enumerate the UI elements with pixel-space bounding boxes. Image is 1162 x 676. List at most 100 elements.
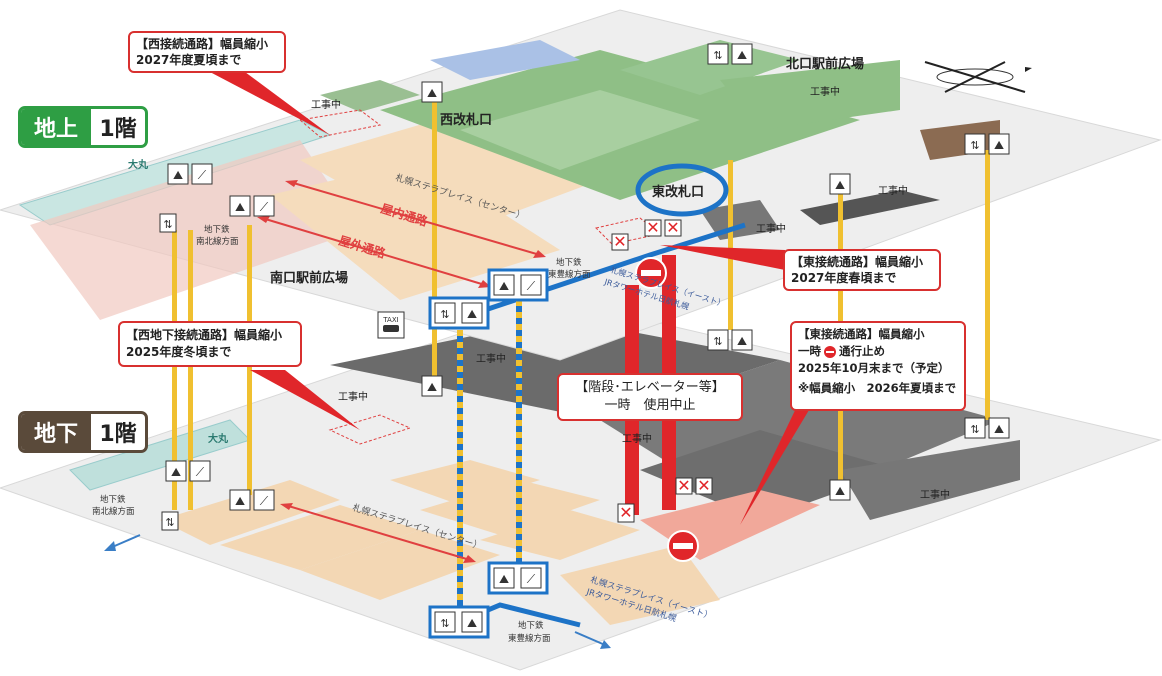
svg-text:⟋: ⟋ <box>260 200 269 214</box>
svg-text:⇅: ⇅ <box>713 335 722 348</box>
svg-text:⛰: ⛰ <box>173 168 183 182</box>
label-subway-nanboku-g1: 地下鉄 <box>204 224 230 235</box>
svg-text:✕: ✕ <box>666 218 679 237</box>
label-construction: 工事中 <box>878 184 908 197</box>
label-construction: 工事中 <box>622 432 652 445</box>
label-daimaru-ground: 大丸 <box>128 158 149 171</box>
label-construction: 工事中 <box>756 222 786 235</box>
svg-text:✕: ✕ <box>697 476 710 495</box>
svg-text:⇅: ⇅ <box>970 139 979 152</box>
callout-line: 【西接続通路】幅員縮小 <box>136 37 269 51</box>
label-subway-toho-g1: 地下鉄 <box>556 257 582 268</box>
icon-elev-ne: ⇅ ⛰ <box>964 133 1010 155</box>
svg-text:⇅: ⇅ <box>440 308 449 321</box>
svg-text:⛰: ⛰ <box>835 178 845 192</box>
svg-text:⛰: ⛰ <box>835 484 845 498</box>
basement-floor-number: 1階 <box>99 422 137 447</box>
compass-icon <box>924 61 1032 93</box>
svg-text:⛰: ⛰ <box>467 307 477 321</box>
icon-stairs-1: ⛰ <box>167 163 189 185</box>
label-subway-toho-b1: 地下鉄 <box>518 620 544 631</box>
icon-elevator-dm: ⇅ <box>159 213 177 233</box>
label-daimaru-basement: 大丸 <box>208 432 229 445</box>
label-subway-toho-g2: 東豊線方面 <box>548 269 591 280</box>
svg-text:⛰: ⛰ <box>737 334 747 348</box>
svg-text:⛰: ⛰ <box>994 138 1004 152</box>
svg-text:⟋: ⟋ <box>527 279 536 293</box>
svg-text:⇅: ⇅ <box>713 49 722 62</box>
svg-text:⛰: ⛰ <box>171 465 181 479</box>
ground-floor-plate <box>0 9 1162 361</box>
label-construction: 工事中 <box>810 85 840 98</box>
taxi-icon: TAXI <box>377 311 405 339</box>
callout-line: ※幅員縮小 2026年夏頃まで <box>798 381 957 395</box>
svg-text:⛰: ⛰ <box>994 422 1004 436</box>
callout-line: 【階段･エレベーター等】 <box>575 380 725 395</box>
callout-east-connection: 【東接続通路】幅員縮小 2027年度春頃まで <box>783 249 941 291</box>
label-south-plaza: 南口駅前広場 <box>270 270 348 286</box>
label-construction: 工事中 <box>476 352 506 365</box>
label-east-gate: 東改札口 <box>652 184 704 200</box>
svg-text:⛰: ⛰ <box>427 380 437 394</box>
svg-text:⛰: ⛰ <box>235 200 245 214</box>
basement-floor-word: 地下 <box>21 414 91 450</box>
label-subway-nanboku-b1: 地下鉄 <box>100 494 126 505</box>
svg-text:⇅: ⇅ <box>163 218 172 231</box>
callout-line: 2025年10月末まで（予定） <box>798 361 950 375</box>
callout-word: 通行止め <box>839 344 885 358</box>
label-north-plaza: 北口駅前広場 <box>786 56 864 72</box>
callout-line: 一時 通行止め <box>798 343 958 360</box>
svg-text:⟋: ⟋ <box>196 465 205 479</box>
svg-text:✕: ✕ <box>613 232 626 251</box>
svg-text:✕: ✕ <box>646 218 659 237</box>
svg-text:⇅: ⇅ <box>440 617 449 630</box>
label-subway-toho-b2: 東豊線方面 <box>508 633 551 644</box>
ground-floor-badge: 地上 1階 <box>18 106 148 148</box>
svg-text:⟋: ⟋ <box>260 494 269 508</box>
svg-text:⇅: ⇅ <box>970 423 979 436</box>
svg-text:⟋: ⟋ <box>527 572 536 586</box>
subway-arrows <box>104 534 611 649</box>
icon-closed-group-basement: ✕ ✕ ✕ <box>617 476 713 523</box>
svg-text:⟋: ⟋ <box>198 168 207 182</box>
callout-pointers <box>210 72 815 525</box>
label-subway-nanboku-g2: 南北線方面 <box>196 236 239 247</box>
icon-stairs-wg: ⛰ <box>421 81 443 103</box>
icon-elev-north: ⇅ ⛰ <box>707 43 753 65</box>
no-entry-icon <box>824 345 836 358</box>
callout-line: 一時 使用中止 <box>604 398 696 413</box>
svg-text:⛰: ⛰ <box>467 616 477 630</box>
ground-floor-number: 1階 <box>99 117 137 142</box>
svg-text:⛰: ⛰ <box>235 494 245 508</box>
ground-floor-word: 地上 <box>21 109 91 145</box>
callout-stairs-elevator: 【階段･エレベーター等】 一時 使用中止 <box>557 373 743 421</box>
svg-text:✕: ✕ <box>677 476 690 495</box>
icon-stairs-2: ⛰ <box>229 195 251 217</box>
callout-line: 【西地下接続通路】幅員縮小 <box>126 328 283 342</box>
svg-text:⛰: ⛰ <box>427 86 437 100</box>
icon-elev-stairs-blue-b: ⛰ ⟋ <box>487 561 549 595</box>
icon-escalator-1: ⟋ <box>191 163 213 185</box>
svg-text:⛰: ⛰ <box>737 48 747 62</box>
icon-elev-stairs-blue-g: ⛰ ⟋ <box>487 268 549 302</box>
callout-word: 一時 <box>798 344 821 358</box>
icon-elev-stairs-blue-g2: ⇅ ⛰ <box>428 296 490 330</box>
icon-b-right: ⇅ ⛰ ⇅ ⛰ ⛰ ⛰ <box>421 329 1010 501</box>
icon-closed-group-ground: ✕ ✕ ✕ <box>611 218 682 251</box>
basement-floor-badge: 地下 1階 <box>18 411 148 453</box>
svg-text:⇅: ⇅ <box>165 516 174 529</box>
callout-east-underground: 【東接続通路】幅員縮小 一時 通行止め 2025年10月末まで（予定） ※幅員縮… <box>790 321 966 411</box>
no-entry-icon <box>667 530 699 562</box>
label-construction: 工事中 <box>311 98 341 111</box>
callout-line: 2027年度春頃まで <box>791 271 897 285</box>
callout-west-underground: 【西地下接続通路】幅員縮小 2025年度冬頃まで <box>118 321 302 367</box>
svg-text:⛰: ⛰ <box>499 572 509 586</box>
label-subway-nanboku-b2: 南北線方面 <box>92 506 135 517</box>
icon-elev-stairs-blue-b2: ⇅ ⛰ <box>428 605 490 639</box>
callout-line: 【東接続通路】幅員縮小 <box>791 255 924 269</box>
callout-line: 2027年度夏頃まで <box>136 53 242 67</box>
svg-text:⛰: ⛰ <box>499 279 509 293</box>
icon-escalator-2: ⟋ <box>253 195 275 217</box>
callout-west-connection: 【西接続通路】幅員縮小 2027年度夏頃まで <box>128 31 286 73</box>
